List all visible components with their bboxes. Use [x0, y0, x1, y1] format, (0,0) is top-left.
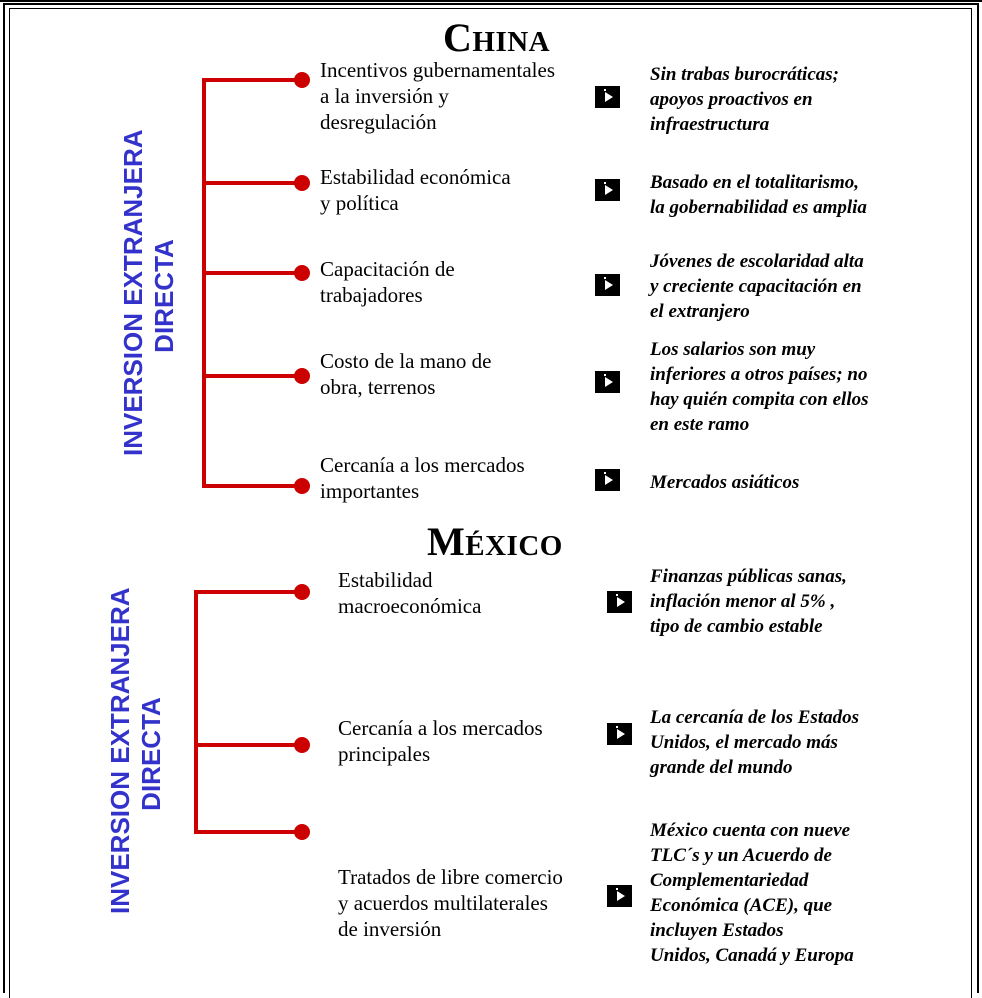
mexico-branch-trunk — [194, 590, 198, 834]
mexico-side-label: INVERSION EXTRANJERA DIRECTA — [105, 587, 167, 915]
china-branch-4 — [202, 374, 300, 378]
mexico-branch-dot-3 — [294, 824, 310, 840]
play-arrow-icon — [607, 723, 632, 745]
china-title: CHINA — [443, 15, 551, 60]
mexico-branch-3 — [194, 830, 300, 834]
play-arrow-icon — [595, 274, 620, 296]
inner-frame — [9, 8, 972, 998]
china-branch-dot-2 — [294, 175, 310, 191]
china-side-label: INVERSION EXTRANJERA DIRECTA — [118, 129, 180, 457]
china-side-label-line1: INVERSION EXTRANJERA — [118, 129, 148, 457]
china-branch-dot-3 — [294, 265, 310, 281]
play-arrow-icon — [595, 371, 620, 393]
mexico-branch-dot-2 — [294, 737, 310, 753]
china-branch-dot-5 — [294, 478, 310, 494]
china-note-1: Sin trabas burocráticas;apoyos proactivo… — [650, 64, 839, 135]
china-branch-1 — [202, 78, 300, 82]
china-branch-dot-1 — [294, 72, 310, 88]
china-note-2: Basado en el totalitarismo,la gobernabil… — [650, 172, 867, 218]
play-arrow-icon — [607, 885, 632, 907]
mexico-side-label-line1: INVERSION EXTRANJERA — [105, 587, 135, 915]
mexico-branch-2 — [194, 743, 300, 747]
mexico-branch-dot-1 — [294, 584, 310, 600]
china-branch-3 — [202, 271, 300, 275]
china-branch-2 — [202, 181, 300, 185]
outer-frame — [3, 3, 979, 993]
mexico-note-1: Finanzas públicas sanas,inflación menor … — [650, 566, 847, 637]
play-arrow-icon — [595, 179, 620, 201]
play-arrow-icon — [607, 591, 632, 613]
mexico-side-label-line2: DIRECTA — [136, 697, 166, 811]
china-note-5: Mercados asiáticos — [650, 472, 800, 493]
play-arrow-icon — [595, 469, 620, 491]
mexico-branch-1 — [194, 590, 300, 594]
top-rule — [0, 0, 982, 2]
china-branch-5 — [202, 484, 300, 488]
china-branch-dot-4 — [294, 368, 310, 384]
china-branch-trunk — [202, 78, 206, 488]
mexico-title: MÉXICO — [427, 519, 563, 564]
china-side-label-line2: DIRECTA — [149, 239, 179, 353]
play-arrow-icon — [595, 86, 620, 108]
